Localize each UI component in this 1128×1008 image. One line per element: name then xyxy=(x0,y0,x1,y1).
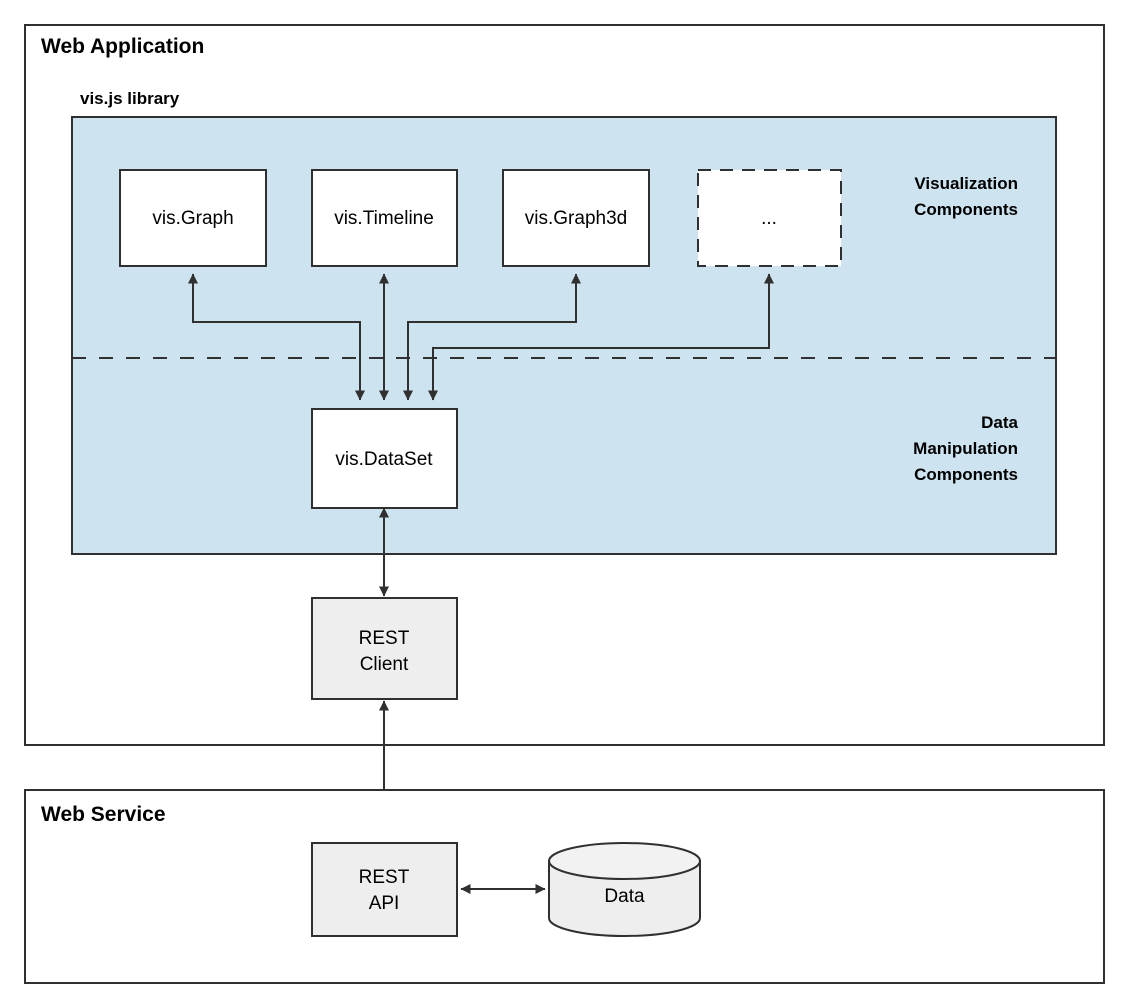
data-zone-label-line2: Manipulation xyxy=(913,439,1018,458)
node-more-components[interactable]: ... xyxy=(697,169,842,267)
node-vis-dataset[interactable]: vis.DataSet xyxy=(311,408,458,509)
connector-ellipsis-dataset xyxy=(428,273,774,401)
node-more-components-label: ... xyxy=(761,208,777,229)
visualization-zone-label-line2: Components xyxy=(914,200,1018,219)
node-vis-dataset-label: vis.DataSet xyxy=(335,449,433,470)
node-rest-client[interactable]: REST Client xyxy=(311,597,458,700)
node-vis-graph3d[interactable]: vis.Graph3d xyxy=(502,169,650,267)
node-rest-api-label-line1: REST xyxy=(359,867,410,888)
connector-visgraph-dataset xyxy=(188,273,365,401)
node-rest-client-label-line1: REST xyxy=(359,628,410,649)
node-vis-graph-label: vis.Graph xyxy=(152,208,233,229)
node-more-components-box[interactable] xyxy=(697,169,842,267)
node-vis-timeline[interactable]: vis.Timeline xyxy=(311,169,458,267)
node-vis-graph[interactable]: vis.Graph xyxy=(119,169,267,267)
data-zone-label-line3: Components xyxy=(914,465,1018,484)
node-data-store-label: Data xyxy=(604,886,645,907)
node-vis-dataset-box[interactable] xyxy=(311,408,458,509)
node-vis-graph3d-label: vis.Graph3d xyxy=(525,208,627,229)
node-rest-api-box[interactable] xyxy=(311,842,458,937)
node-data-store[interactable]: Data xyxy=(548,842,701,937)
data-zone-label-line1: Data xyxy=(981,413,1018,432)
node-rest-client-box[interactable] xyxy=(311,597,458,700)
web-application-title: Web Application xyxy=(41,35,204,58)
node-vis-graph-box[interactable] xyxy=(119,169,267,267)
visualization-zone-label-line1: Visualization xyxy=(914,174,1018,193)
node-vis-timeline-box[interactable] xyxy=(311,169,458,267)
node-vis-graph3d-box[interactable] xyxy=(502,169,650,267)
node-rest-client-label-line2: Client xyxy=(360,654,409,675)
data-store-cylinder-body[interactable] xyxy=(548,860,701,937)
node-rest-api[interactable]: REST API xyxy=(311,842,458,937)
node-rest-api-label-line2: API xyxy=(369,893,400,914)
data-store-cylinder-top xyxy=(548,842,701,880)
visjs-library-title: vis.js library xyxy=(80,89,180,108)
web-service-title: Web Service xyxy=(41,803,166,826)
node-vis-timeline-label: vis.Timeline xyxy=(334,208,434,229)
